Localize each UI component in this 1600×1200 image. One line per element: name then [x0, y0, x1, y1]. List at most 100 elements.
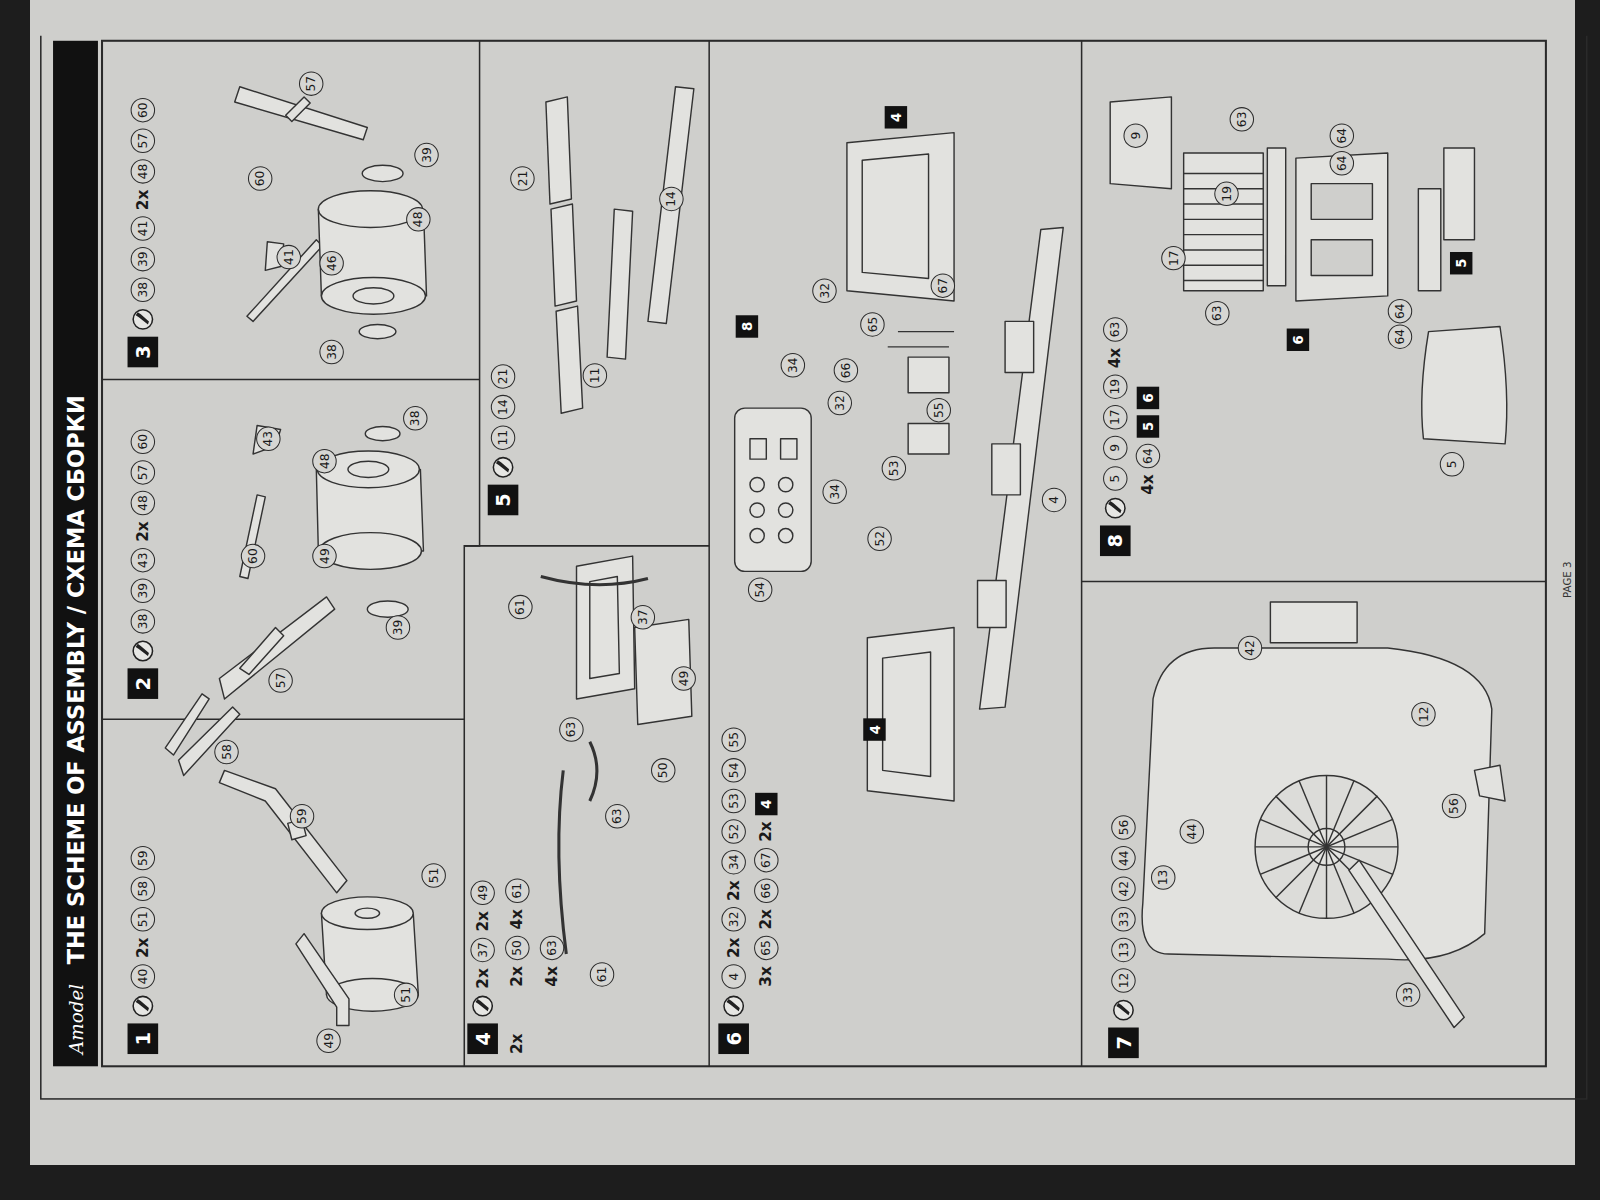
label-text: Amodel [65, 984, 86, 1054]
glue-icon [722, 995, 744, 1017]
node-text: 38 [408, 411, 422, 427]
node-text: 19 [1108, 379, 1122, 395]
node-text: 59 [295, 808, 309, 824]
callout-number: 59 [131, 846, 155, 870]
callout-number: 52 [867, 526, 891, 550]
callout-number: 66 [834, 358, 858, 382]
callout-number: 60 [131, 430, 155, 454]
callout-number: 56 [1442, 794, 1466, 818]
callout-number: 50 [505, 936, 529, 960]
node-text: 39 [136, 583, 150, 599]
callout-number: 63 [540, 936, 564, 960]
node-text: 66 [839, 363, 853, 379]
quantity-label: 2x [508, 1034, 526, 1055]
node-text: 4 [471, 1032, 493, 1046]
node-text: 7 [1112, 1036, 1134, 1050]
callout-number: 51 [394, 983, 418, 1007]
node-text: 48 [317, 453, 331, 469]
node-text: 5 [492, 493, 514, 507]
node-text: 53 [727, 793, 741, 809]
node-text: 4 [1047, 496, 1061, 504]
callout-number: 49 [312, 544, 336, 568]
node-text: 48 [411, 212, 425, 228]
quantity-label: 2x [473, 911, 491, 932]
node-text: 39 [391, 620, 405, 636]
node-text: 42 [1116, 881, 1130, 897]
node-text: 63 [1210, 305, 1224, 321]
node-text: 60 [136, 102, 150, 118]
quantity-label: 2x [134, 190, 152, 211]
node-text: 60 [253, 171, 267, 187]
node-text: 49 [321, 1033, 335, 1049]
node-text: 53 [887, 461, 901, 477]
glue-icon [132, 640, 154, 662]
callout-number: 34 [781, 353, 805, 377]
node-text: 59 [136, 850, 150, 866]
callout-number: 38 [131, 609, 155, 633]
callout-number: 41 [131, 216, 155, 240]
subassembly-ref-box: 4 [755, 793, 777, 815]
glue-symbol [132, 308, 154, 330]
glue-symbol [132, 640, 154, 662]
callout-number: 42 [1111, 876, 1135, 900]
node-text: 57 [304, 76, 318, 92]
callout-number: 57 [268, 668, 292, 692]
callout-number: 37 [631, 605, 655, 629]
glue-symbol [722, 995, 744, 1017]
node-text: 21 [515, 171, 529, 187]
node-text: 58 [219, 744, 233, 760]
callout-number: 64 [1330, 123, 1354, 147]
node-text: 14 [496, 399, 510, 415]
callout-number: 54 [748, 578, 772, 602]
quantity-label: 2x [508, 966, 526, 987]
quantity-label: 2x [134, 938, 152, 959]
label-text: PAGE 3 [1562, 562, 1573, 598]
node-text: 43 [136, 552, 150, 568]
callout-number: 67 [754, 848, 778, 872]
node-text: 17 [1108, 410, 1122, 426]
node-text: 2 [132, 677, 154, 691]
step-number-box: 5 [488, 485, 519, 516]
node-text: 33 [1401, 987, 1415, 1003]
callout-number: 63 [605, 804, 629, 828]
node-text: 34 [727, 854, 741, 870]
subassembly-ref-box: 5 [1450, 252, 1472, 274]
callout-number: 63 [1230, 107, 1254, 131]
callout-number: 64 [1388, 324, 1412, 348]
node-text: 65 [865, 317, 879, 333]
node-text: 6 [1140, 393, 1155, 402]
node-text: 63 [1108, 322, 1122, 338]
callout-number: 32 [812, 279, 836, 303]
node-text: 12 [1116, 973, 1130, 989]
node-text: 32 [727, 912, 741, 928]
node-text: 61 [510, 883, 524, 899]
callout-number: 65 [754, 936, 778, 960]
callout-number: 60 [241, 544, 265, 568]
callout-number: 38 [403, 406, 427, 430]
callout-number: 32 [828, 391, 852, 415]
quantity-label: 2x [134, 521, 152, 542]
node-text: 49 [475, 885, 489, 901]
callout-number: 13 [1111, 938, 1135, 962]
step-number-box: 2 [128, 668, 159, 699]
callout-number: 39 [414, 143, 438, 167]
node-text: 67 [759, 852, 773, 868]
callout-number: 5 [1440, 452, 1464, 476]
node-text: 56 [1116, 820, 1130, 836]
node-text: 43 [261, 431, 275, 447]
callout-number: 65 [860, 312, 884, 336]
callout-number: 11 [583, 363, 607, 387]
callout-number: 14 [659, 187, 683, 211]
callout-number: 50 [651, 758, 675, 782]
quantity-label: 2x [724, 880, 742, 901]
callout-number: 57 [131, 129, 155, 153]
callout-number: 51 [421, 863, 445, 887]
node-text: 9 [1129, 132, 1143, 140]
callout-number: 54 [721, 758, 745, 782]
callout-number: 38 [319, 340, 343, 364]
callout-number: 60 [248, 166, 272, 190]
node-text: 54 [753, 582, 767, 598]
callout-number: 48 [131, 159, 155, 183]
node-text: 38 [136, 614, 150, 630]
node-text: 39 [136, 251, 150, 267]
